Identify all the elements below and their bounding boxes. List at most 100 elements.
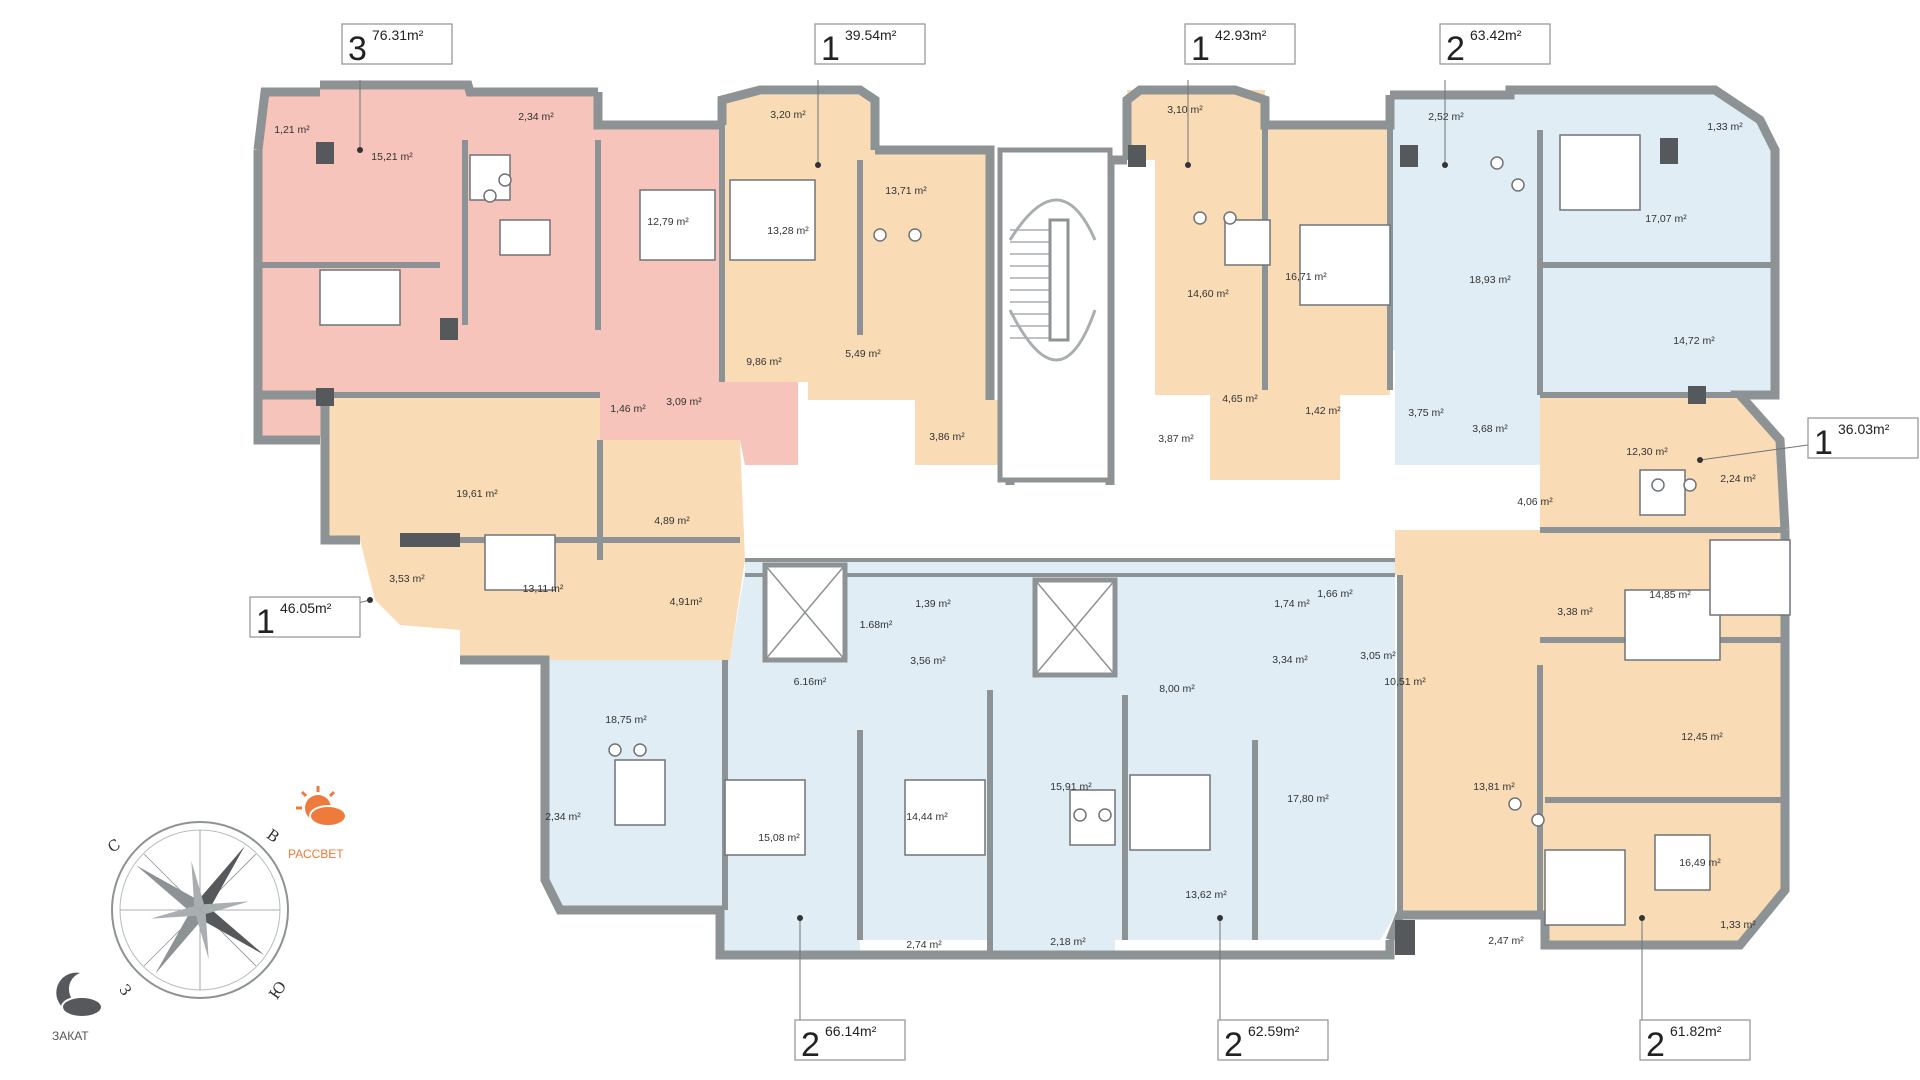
room-area-label: 12,79 m² — [647, 216, 689, 228]
room-area-label: 14,60 m² — [1187, 288, 1229, 300]
apartment-room-count: 2 — [1446, 30, 1465, 68]
apartment-tag-box — [794, 1019, 906, 1061]
apartment-zone-1-36 — [1540, 395, 1785, 530]
room-area-label: 16,71 m² — [1285, 271, 1327, 283]
room-area-label: 4,89 m² — [654, 515, 690, 527]
room-area-label: 13,71 m² — [885, 185, 927, 197]
apartment-zone-2-66 — [545, 570, 990, 955]
room-area-label: 1,39 m² — [915, 598, 951, 610]
room-area-label: 4,06 m² — [1517, 496, 1553, 508]
apartment-tag-box — [814, 23, 926, 65]
sunset-label: ЗАКАТ — [52, 1029, 89, 1043]
room-area-label: 3,53 m² — [389, 573, 425, 585]
room-area-label: 13,62 m² — [1185, 889, 1227, 901]
room-area-label: 1,21 m² — [274, 124, 310, 136]
room-area-label: 2,34 m² — [545, 811, 581, 823]
room-area-label: 3,10 m² — [1167, 104, 1203, 116]
apartment-tag-dot — [1697, 457, 1703, 463]
room-area-label: 1,74 m² — [1274, 598, 1310, 610]
room-area-label: 3,38 m² — [1557, 606, 1593, 618]
room-area-label: 14,72 m² — [1673, 335, 1715, 347]
apartment-room-count: 1 — [1191, 30, 1210, 68]
apartment-zone-2-63 — [1390, 90, 1775, 465]
room-area-label: 3,05 m² — [1360, 650, 1396, 662]
apartment-tag-dot — [1442, 162, 1448, 168]
room-area-label: 15,08 m² — [758, 832, 800, 844]
room-area-label: 3,09 m² — [666, 396, 702, 408]
room-area-label: 12,45 m² — [1681, 731, 1723, 743]
apartment-tag-dot — [367, 597, 373, 603]
room-area-label: 3,56 m² — [910, 655, 946, 667]
room-area-label: 17,80 m² — [1287, 793, 1329, 805]
apartment-tag-box — [1807, 417, 1919, 459]
room-area-label: 3,75 m² — [1408, 407, 1444, 419]
apartment-room-count: 1 — [821, 30, 840, 68]
room-area-label: 1,66 m² — [1317, 588, 1353, 600]
room-area-label: 13,81 m² — [1473, 781, 1515, 793]
apartment-tag: 2 61.82m² — [1639, 915, 1751, 1064]
room-area-label: 6.16m² — [794, 676, 827, 688]
apartment-tag: 2 66.14m² — [794, 915, 906, 1064]
apartment-room-count: 2 — [1646, 1026, 1665, 1064]
room-area-label: 3,87 m² — [1158, 433, 1194, 445]
room-area-label: 2,18 m² — [1050, 936, 1086, 948]
elevator-shafts — [762, 562, 1118, 678]
compass-east-label: В — [263, 825, 282, 846]
room-area-label: 3,34 m² — [1272, 654, 1308, 666]
room-area-label: 15,91 m² — [1050, 781, 1092, 793]
apartment-tag-dot — [1639, 915, 1645, 921]
apartment-tag-box — [341, 23, 453, 65]
apartment-tag: 1 42.93m² — [1184, 23, 1296, 168]
apartment-total-area: 66.14m² — [825, 1023, 877, 1039]
stair-core — [997, 147, 1113, 483]
apartment-zone-1-42 — [1127, 90, 1390, 480]
compass-rose: С В Ю З — [104, 821, 290, 1003]
apartment-tag-box — [1439, 23, 1551, 65]
room-area-label: 2,74 m² — [906, 939, 942, 951]
apartment-tag-dot — [1217, 915, 1223, 921]
compass-north-label: С — [104, 835, 124, 856]
sunrise-label: РАССВЕТ — [288, 847, 344, 861]
apartment-tag-dot — [797, 915, 803, 921]
apartment-tag-dot — [357, 147, 363, 153]
furniture — [319, 134, 1791, 926]
room-area-label: 3,68 m² — [1472, 423, 1508, 435]
room-area-label: 16,49 m² — [1679, 857, 1721, 869]
room-area-label: 1.68m² — [860, 619, 893, 631]
apartment-total-area: 39.54m² — [845, 27, 897, 43]
room-area-label: 1,46 m² — [610, 403, 646, 415]
compass-south-label: Ю — [265, 978, 290, 1003]
apartment-zone-1-46 — [325, 395, 745, 660]
compass-west-label: З — [115, 981, 135, 999]
room-area-label: 3,86 m² — [929, 431, 965, 443]
apartment-tag-dot — [815, 162, 821, 168]
room-area-label: 1,33 m² — [1707, 121, 1743, 133]
corridor-zone — [745, 560, 1395, 575]
apartment-room-count: 2 — [1224, 1026, 1243, 1064]
room-area-label: 4,65 m² — [1222, 393, 1258, 405]
sunset-moon-icon — [56, 972, 103, 1018]
apartment-zone-3-76 — [258, 85, 798, 465]
apartment-tag-box — [1217, 1019, 1329, 1061]
apartment-total-area: 62.59m² — [1248, 1023, 1300, 1039]
apartment-room-count: 1 — [256, 603, 275, 641]
room-area-label: 17,07 m² — [1645, 213, 1687, 225]
apartment-total-area: 61.82m² — [1670, 1023, 1722, 1039]
apartment-tag-box — [1184, 23, 1296, 65]
room-area-label: 14,85 m² — [1649, 589, 1691, 601]
apartment-room-count: 2 — [801, 1026, 820, 1064]
room-area-label: 4,91m² — [670, 596, 703, 608]
apartment-total-area: 42.93m² — [1215, 27, 1267, 43]
room-area-label: 10,51 m² — [1384, 676, 1426, 688]
room-area-label: 2,24 m² — [1720, 473, 1756, 485]
apartment-tag: 1 39.54m² — [814, 23, 926, 168]
room-area-label: 2,47 m² — [1488, 935, 1524, 947]
room-area-label: 15,21 m² — [371, 151, 413, 163]
